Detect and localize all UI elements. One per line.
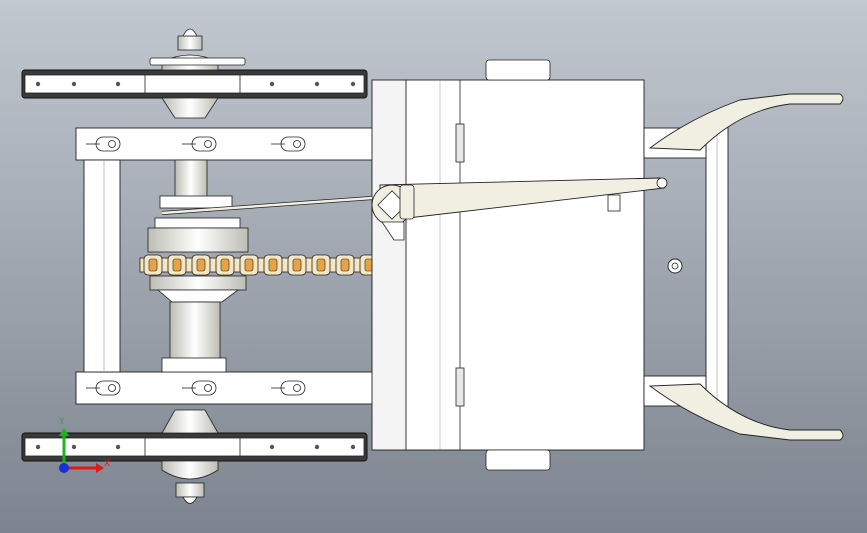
housing-hinge-bottom	[455, 367, 465, 407]
fork-pivot-bolt-inner	[671, 262, 679, 270]
housing-body	[405, 79, 645, 451]
bottom-wheel-hub	[161, 460, 219, 480]
triad-z-axis	[59, 463, 69, 473]
bottom-wheel-rim	[24, 437, 365, 457]
chain-pin	[196, 258, 206, 272]
tie-rod-fill	[161, 196, 373, 215]
triad-x-label: X	[104, 459, 110, 469]
lever-pivot-square	[377, 190, 407, 220]
chain-pin	[172, 258, 182, 272]
chain-pin	[340, 258, 350, 272]
chain-pin	[292, 258, 302, 272]
engine-housing[interactable]	[371, 59, 645, 471]
top-wheel-axle-cap	[182, 28, 198, 37]
sprocket-housing-bottom	[149, 275, 247, 291]
bottom-wheel-bolts	[35, 444, 356, 450]
axle-taper	[156, 289, 240, 303]
bottom-wheel-hub-upper	[161, 409, 219, 434]
top-wheel[interactable]	[21, 28, 368, 119]
axle-assembly[interactable]	[147, 159, 249, 373]
bolt-bottom-1	[86, 380, 121, 396]
control-lever[interactable]	[161, 177, 668, 241]
lever-bracket	[381, 221, 405, 241]
top-wheel-rim	[24, 74, 365, 94]
housing-cap-top	[485, 59, 551, 81]
handle-fork[interactable]	[643, 93, 844, 441]
lever-clamp	[399, 184, 415, 220]
axle-lower-collar	[161, 357, 227, 373]
bolt-top-3	[271, 136, 306, 152]
sprocket-housing-top	[154, 217, 241, 229]
lever-end-knob	[656, 177, 668, 189]
axle-upper-collar	[159, 195, 233, 209]
fork-upper-arm	[648, 93, 844, 151]
chain-pin	[148, 258, 158, 272]
frame-top-crossbar	[75, 127, 407, 161]
top-wheel-axle-collar	[177, 35, 203, 51]
frame-bottom-crossbar	[75, 371, 407, 405]
top-wheel-flange	[149, 57, 246, 66]
chain-pin	[244, 258, 254, 272]
chain-pin	[220, 258, 230, 272]
fork-lower-arm	[648, 383, 844, 441]
coordinate-triad: X Y	[58, 417, 110, 473]
bolt-top-2	[182, 136, 217, 152]
chain-pin	[268, 258, 278, 272]
triad-x-arrow	[96, 463, 104, 473]
triad-y-arrow	[59, 428, 69, 436]
housing-tab	[607, 194, 621, 212]
bottom-wheel-axle-collar	[175, 482, 205, 498]
housing-cap-bottom	[485, 449, 551, 471]
bolt-bottom-2	[182, 380, 217, 396]
housing-hinge-top	[455, 123, 465, 163]
crossbar-bolts	[86, 136, 306, 396]
drive-chain[interactable]	[139, 254, 409, 276]
triad-y-label: Y	[58, 417, 65, 427]
bolt-bottom-3	[271, 380, 306, 396]
housing-back-plate	[371, 79, 409, 451]
bolt-top-1	[86, 136, 121, 152]
chain-pin	[316, 258, 326, 272]
bottom-wheel[interactable]	[21, 409, 368, 504]
top-wheel-bolts	[35, 81, 356, 87]
bottom-wheel-axle-cap	[182, 496, 198, 504]
sprocket-housing	[147, 227, 249, 253]
axle-upper-tube	[174, 159, 208, 199]
top-wheel-hub-lower	[161, 97, 219, 119]
frame-left-rail	[83, 159, 121, 373]
axle-lower-tube	[169, 301, 221, 361]
